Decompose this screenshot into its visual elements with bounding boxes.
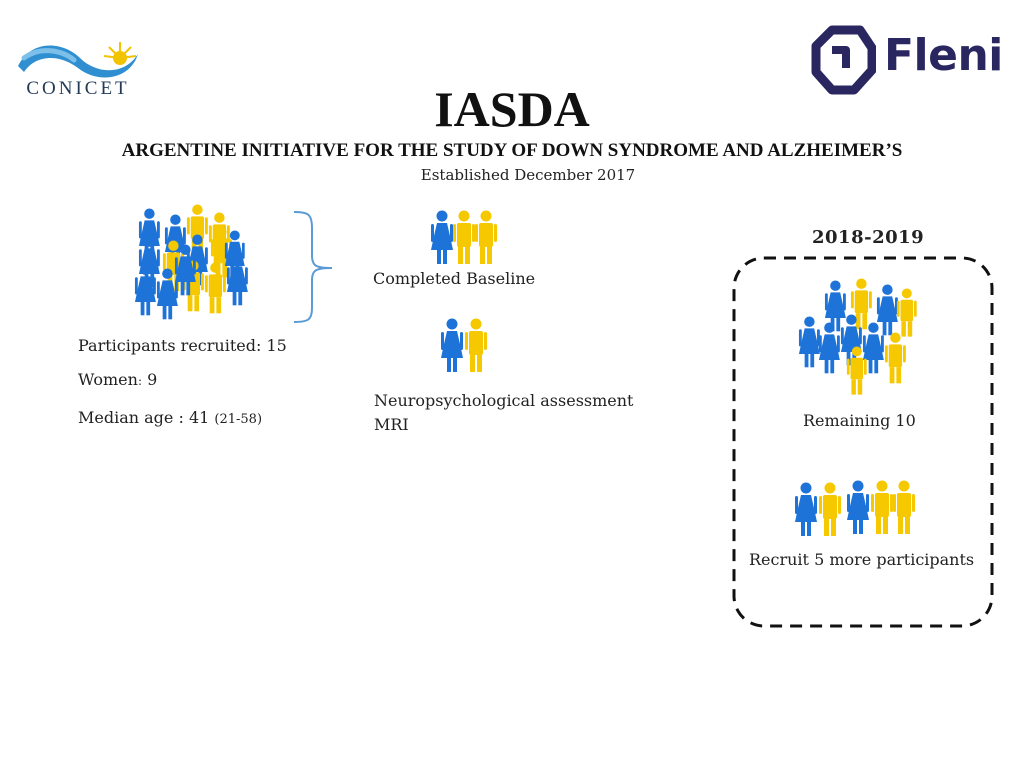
- women-value: 9: [141, 370, 158, 389]
- woman-icon: [174, 244, 196, 296]
- woman-icon: [798, 316, 820, 368]
- woman-icon: [156, 268, 178, 320]
- completed-baseline-figure-group: [431, 210, 497, 264]
- participants-recruited-text: Participants recruited: 15: [78, 336, 287, 355]
- man-icon: [896, 288, 917, 337]
- established-date: Established December 2017: [420, 166, 636, 184]
- women-label: Women: [78, 370, 138, 389]
- woman-icon: [818, 322, 840, 374]
- median-age-text: Median age : 41 (21-58): [78, 408, 262, 427]
- women-colon: :: [137, 374, 142, 388]
- median-age-label: Median age : 41: [78, 408, 215, 427]
- woman-icon: [876, 284, 898, 336]
- page-subtitle: ARGENTINE INITIATIVE FOR THE STUDY OF DO…: [121, 140, 903, 161]
- plan-period-heading: 2018-2019: [812, 227, 925, 248]
- remaining-text: Remaining 10: [803, 411, 916, 430]
- man-icon: [204, 262, 226, 314]
- women-count-text: Women: 9: [78, 370, 157, 389]
- bracket-icon: [293, 211, 333, 323]
- man-icon: [846, 346, 867, 395]
- participants-figure-group: [134, 204, 248, 320]
- recruit-more-text: Recruit 5 more participants: [749, 550, 975, 569]
- neuropsychological-assessment-text: Neuropsychological assessment: [374, 391, 634, 410]
- woman-icon: [224, 230, 245, 279]
- remaining-figure-group: [798, 278, 917, 395]
- mri-text: MRI: [374, 415, 409, 434]
- man-icon: [453, 210, 475, 264]
- neuro-mri-figure-group: [441, 318, 487, 372]
- conicet-wordmark: CONICET: [26, 78, 130, 99]
- woman-icon: [795, 482, 817, 536]
- man-icon: [465, 318, 487, 372]
- median-age-range: (21-58): [214, 412, 263, 427]
- woman-icon: [134, 264, 156, 316]
- man-icon: [884, 332, 906, 384]
- woman-icon: [431, 210, 453, 264]
- woman-icon: [441, 318, 463, 372]
- woman-icon: [862, 322, 884, 374]
- conicet-sun-icon: [103, 42, 137, 65]
- completed-baseline-text: Completed Baseline: [373, 269, 536, 288]
- man-icon: [871, 480, 893, 534]
- man-icon: [475, 210, 497, 264]
- woman-icon: [847, 480, 869, 534]
- recruit-more-figure-group: [795, 480, 915, 536]
- conicet-wave-icon: [18, 45, 138, 78]
- man-icon: [850, 278, 872, 330]
- conicet-logo: [18, 42, 138, 78]
- man-icon: [893, 480, 915, 534]
- fleni-wordmark: Fleni: [884, 30, 1003, 81]
- fleni-logo-icon: [811, 25, 876, 95]
- man-icon: [819, 482, 841, 536]
- page-title: IASDA: [434, 81, 590, 137]
